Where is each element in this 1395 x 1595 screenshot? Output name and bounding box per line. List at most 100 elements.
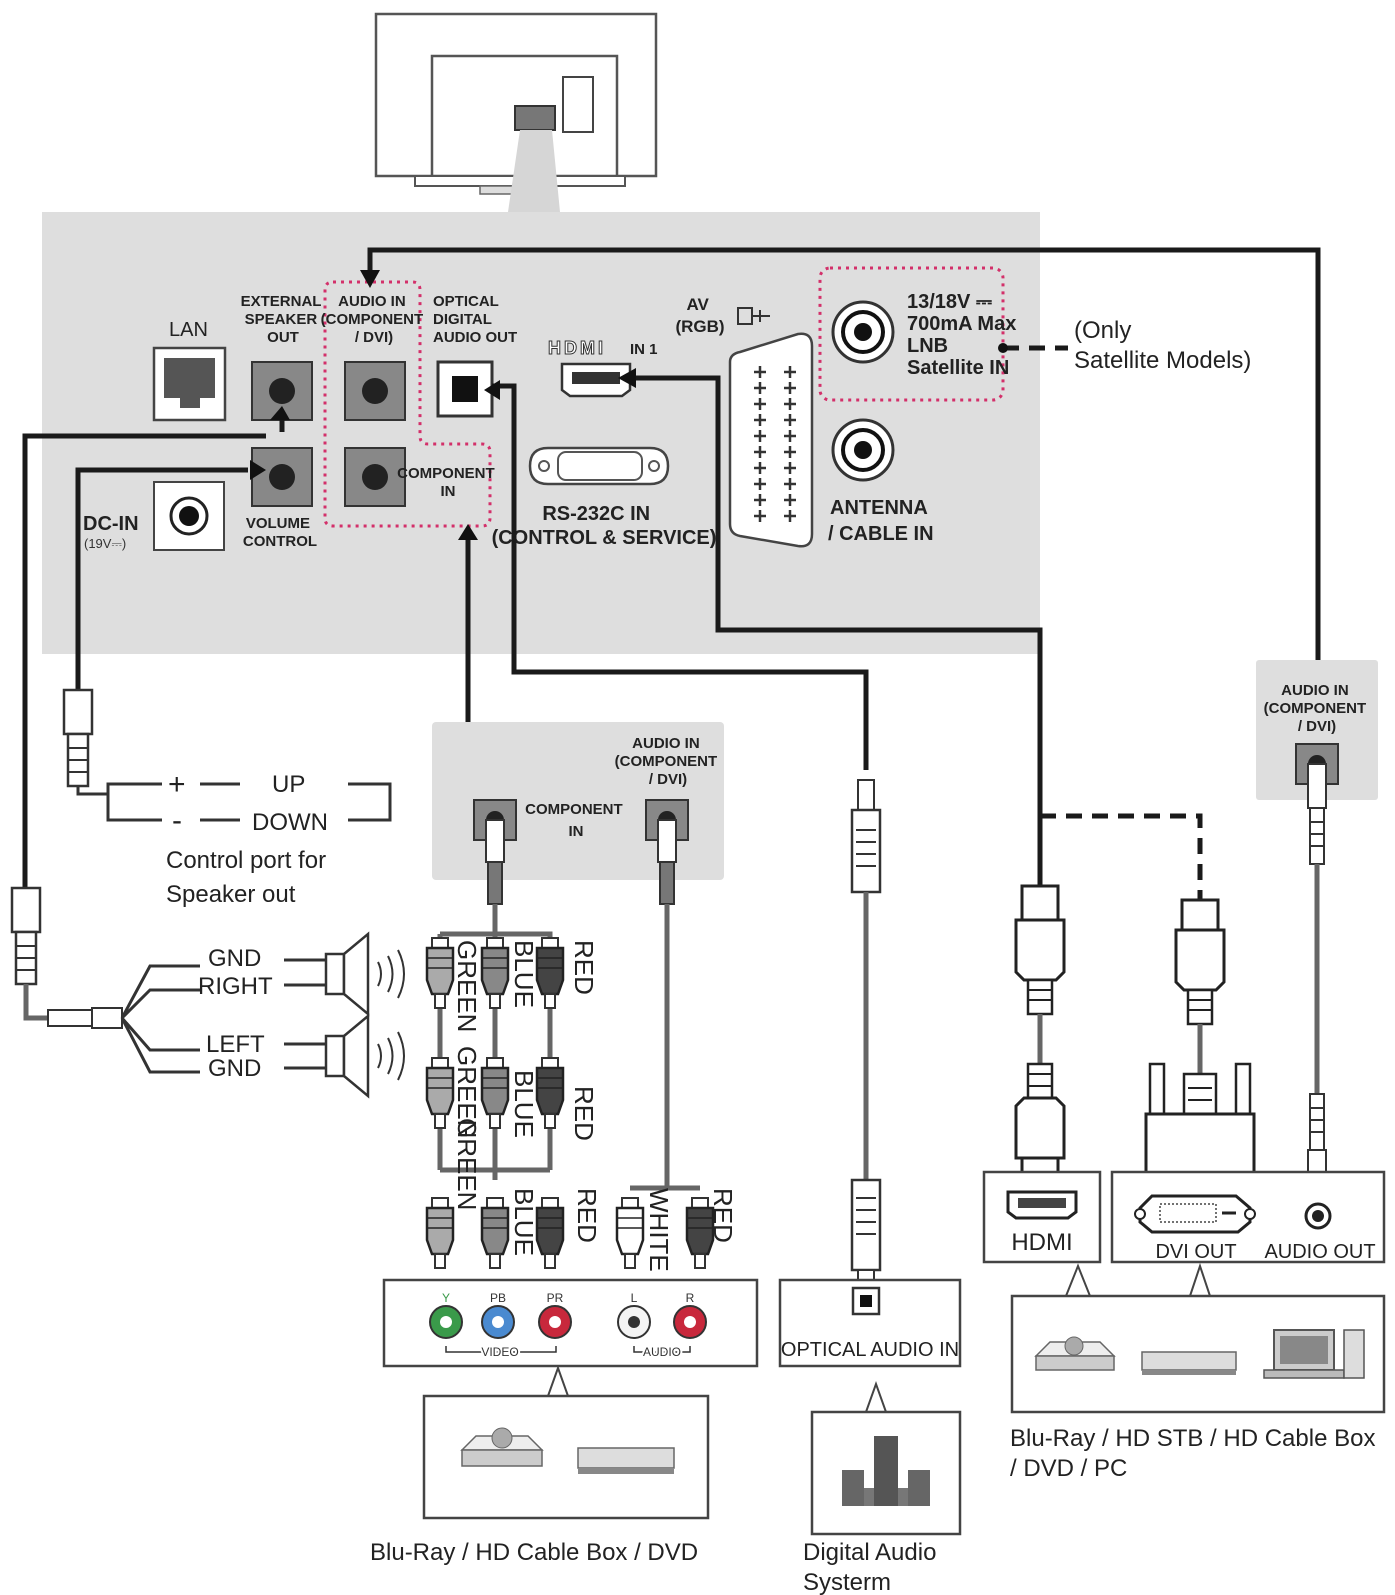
plus-sign: + xyxy=(168,768,186,801)
jack-pb-blue[interactable] xyxy=(481,1305,515,1339)
rca-plug xyxy=(615,1197,645,1269)
label-l: L xyxy=(631,1291,638,1305)
right-audio-in-label: AUDIO IN (COMPONENT / DVI) xyxy=(1264,682,1371,735)
label-y: Y xyxy=(442,1291,450,1305)
jack-r-red[interactable] xyxy=(673,1305,707,1339)
adapter-audio-plug xyxy=(657,819,677,905)
pc-icon xyxy=(1263,1329,1365,1379)
rca-plug xyxy=(480,1057,510,1129)
gnd-label-1: GND xyxy=(208,945,261,972)
rca-plug xyxy=(685,1197,715,1269)
satellite-in-port[interactable] xyxy=(831,300,895,364)
scart-pin xyxy=(784,398,796,410)
component-in-panel-jack[interactable] xyxy=(344,447,406,507)
rca-labels-row2: GREEN GREEN BLUE RED xyxy=(452,1046,599,1210)
scart-pin xyxy=(784,478,796,490)
hdmi-plug-top xyxy=(1014,884,1066,1016)
jack-l-white[interactable] xyxy=(617,1305,651,1339)
optical-out-port[interactable] xyxy=(436,360,494,418)
volume-plug xyxy=(62,688,94,788)
optical-out-label: OPTICAL DIGITAL AUDIO OUT xyxy=(433,293,517,346)
scart-pin xyxy=(784,382,796,394)
right-audio-in-box xyxy=(1256,660,1378,800)
jack-y-green[interactable] xyxy=(429,1305,463,1339)
optical-plug-bottom xyxy=(850,1178,882,1301)
scart-pin xyxy=(754,446,766,458)
audio-in-panel-jack[interactable] xyxy=(344,361,406,421)
scart-pin xyxy=(754,382,766,394)
svg-text:RED: RED xyxy=(569,940,599,995)
hdmi-logo: HDMI xyxy=(548,338,606,358)
caption-digital-audio: Digital Audio Systerm xyxy=(803,1539,943,1595)
optical-plug-top xyxy=(850,779,882,894)
lan-port[interactable] xyxy=(152,346,227,422)
speaker-right-icon xyxy=(324,931,405,1017)
stb-icon xyxy=(1141,1351,1237,1375)
rca-plug xyxy=(425,1057,455,1129)
label-pr: PR xyxy=(547,1291,564,1305)
external-speaker-out-label: EXTERNAL SPEAKER OUT xyxy=(241,293,326,346)
scart-pin xyxy=(784,446,796,458)
hdmi-in-label: IN 1 xyxy=(630,341,658,358)
jack-pr-red[interactable] xyxy=(538,1305,572,1339)
caption-bluray-hdmi: Blu-Ray / HD STB / HD Cable Box / DVD / … xyxy=(1010,1425,1382,1482)
scart-pin xyxy=(784,510,796,522)
scart-pin xyxy=(784,430,796,442)
only-satellite-note: (Only Satellite Models) xyxy=(1074,317,1251,374)
rca-plug xyxy=(480,1197,510,1269)
splitter-plug xyxy=(47,1007,123,1029)
label-audio: AUDIO xyxy=(643,1345,681,1359)
dvi-out-port[interactable] xyxy=(1134,1194,1256,1234)
tv-illustration xyxy=(374,12,658,212)
scart-pin xyxy=(754,510,766,522)
scart-pin xyxy=(784,494,796,506)
scart-pin xyxy=(754,494,766,506)
scart-pin xyxy=(754,430,766,442)
tv-rear-panel xyxy=(42,212,1040,654)
adapter-component-label: COMPONENT IN xyxy=(525,801,627,840)
audio-in-panel-label: AUDIO IN (COMPONENT / DVI) xyxy=(321,293,428,346)
hdmi-out-port[interactable] xyxy=(1006,1190,1078,1220)
optical-in-port[interactable] xyxy=(851,1286,881,1316)
rca-plug xyxy=(535,937,565,1009)
scart-pin xyxy=(754,478,766,490)
scart-pin xyxy=(754,462,766,474)
scart-pin xyxy=(784,366,796,378)
up-label: UP xyxy=(272,771,305,798)
rca-plug xyxy=(480,937,510,1009)
bluray-player-icon xyxy=(460,1427,544,1467)
scart-pin xyxy=(784,462,796,474)
left-label: LEFT xyxy=(206,1031,265,1058)
antenna-port[interactable] xyxy=(831,418,895,482)
control-port-caption: Control port for Speaker out xyxy=(166,847,333,908)
svg-text:GREEN: GREEN xyxy=(452,1118,482,1210)
dc-in-label: DC-IN xyxy=(83,513,139,535)
rca-plugs xyxy=(425,937,715,1269)
scart-pin xyxy=(784,414,796,426)
speaker-left-icon xyxy=(324,1013,405,1099)
dc-in-port[interactable] xyxy=(153,481,225,551)
dc-in-voltage: (19V⎓) xyxy=(84,536,126,551)
av-input-icon xyxy=(737,307,770,325)
svg-text:RED: RED xyxy=(708,1188,738,1243)
audio-out-port[interactable] xyxy=(1304,1202,1332,1230)
satellite-label: 13/18V ⎓ 700mA Max LNB Satellite IN xyxy=(907,291,1022,379)
rs232c-label: RS-232C IN (CONTROL & SERVICE) xyxy=(492,503,717,549)
minus-sign: - xyxy=(172,804,182,837)
component-in-panel-label: COMPONENT IN xyxy=(397,465,499,500)
down-label: DOWN xyxy=(252,809,328,836)
volume-control-jack[interactable] xyxy=(251,447,313,507)
svg-text:GREEN: GREEN xyxy=(452,1046,482,1138)
hdmi-in-port[interactable] xyxy=(560,362,632,398)
scart-port[interactable] xyxy=(728,332,814,548)
optical-in-label: OPTICAL AUDIO IN xyxy=(781,1339,959,1361)
right-label: RIGHT xyxy=(198,973,273,1000)
scart-pin xyxy=(754,414,766,426)
bluray-player-icon-2 xyxy=(1034,1336,1116,1371)
antenna-label: ANTENNA / CABLE IN xyxy=(828,497,934,545)
rca-plug xyxy=(425,937,455,1009)
rs232c-port[interactable] xyxy=(528,446,670,486)
svg-text:BLUE: BLUE xyxy=(509,940,539,1008)
dvd-player-icon xyxy=(577,1447,675,1474)
adapter-component-plug xyxy=(485,819,505,905)
